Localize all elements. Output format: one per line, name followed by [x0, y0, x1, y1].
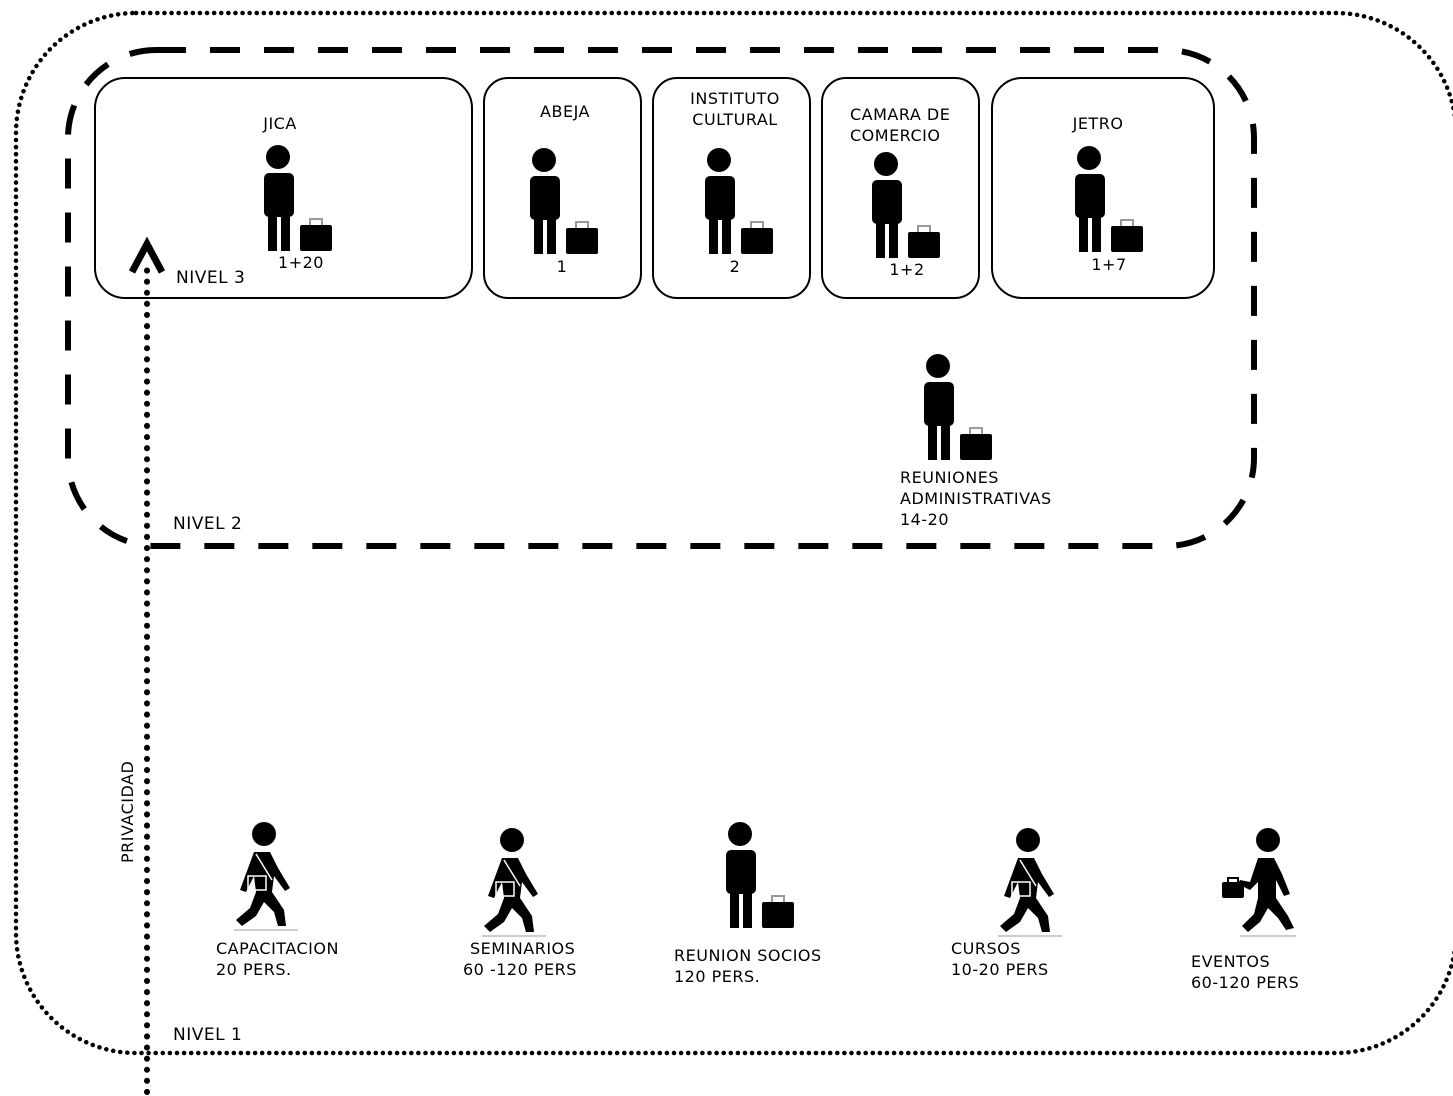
level-3-label: NIVEL 3 — [176, 268, 246, 288]
activity-label-seminarios: SEMINARIOS 60 -120 PERS — [463, 938, 577, 980]
office-name-abeja: ABEJA — [515, 101, 615, 122]
activity-icon-reunion-socios — [725, 822, 795, 929]
office-count-value: 1+2 — [889, 260, 925, 279]
activity-label-line: CAPACITACION — [216, 939, 339, 958]
office-name-camara-de-comercio: CAMARA DE COMERCIO — [850, 104, 950, 146]
activity-label-line: EVENTOS — [1191, 952, 1271, 971]
activity-label-eventos: EVENTOS 60-120 PERS — [1191, 951, 1299, 993]
office-box-abeja — [483, 77, 642, 299]
level-2-label: NIVEL 2 — [173, 514, 243, 534]
activity-label-capacitacion: CAPACITACION 20 PERS. — [216, 938, 339, 980]
admin-meeting-label: REUNIONES ADMINISTRATIVAS 14-20 — [900, 467, 1052, 530]
activity-label-line: SEMINARIOS — [470, 939, 576, 958]
admin-meeting-person-icon — [923, 354, 993, 461]
activity-label-line: CURSOS — [951, 939, 1021, 958]
office-name-instituto-cultural: INSTITUTO CULTURAL — [670, 88, 800, 130]
office-count-abeja: 1 — [512, 256, 612, 277]
activity-label-line: REUNION SOCIOS — [674, 946, 822, 965]
privacy-axis-label: PRIVACIDAD — [118, 760, 137, 863]
office-name-jica: JICA — [230, 113, 330, 134]
activity-label-line: 60-120 PERS — [1191, 973, 1300, 992]
office-count-jetro: 1+7 — [1059, 254, 1159, 275]
level-1-label: NIVEL 1 — [173, 1025, 243, 1045]
activity-label-line: 120 PERS. — [674, 967, 761, 986]
activity-icon-capacitacion — [233, 822, 299, 931]
office-count-camara-de-comercio: 1+2 — [857, 259, 957, 280]
activity-label-cursos: CURSOS 10-20 PERS — [951, 938, 1049, 980]
office-count-value: 2 — [729, 257, 741, 276]
office-count-value: 1+20 — [278, 253, 324, 272]
activity-icon-seminarios — [481, 828, 547, 937]
office-name-line: COMERCIO — [850, 126, 941, 145]
office-count-instituto-cultural: 2 — [685, 256, 785, 277]
admin-label-line: REUNIONES — [900, 468, 999, 487]
office-count-value: 1+7 — [1091, 255, 1127, 274]
office-name-line: CAMARA DE — [850, 105, 951, 124]
level-2-boundary — [65, 47, 1257, 549]
admin-label-line: 14-20 — [900, 510, 949, 529]
office-name-jetro: JETRO — [1048, 113, 1148, 134]
activity-label-line: 10-20 PERS — [951, 960, 1049, 979]
office-name-line: CULTURAL — [692, 110, 778, 129]
activity-label-line: 20 PERS. — [216, 960, 292, 979]
level-1-boundary — [13, 10, 1453, 1056]
activity-label-reunion-socios: REUNION SOCIOS 120 PERS. — [674, 945, 822, 987]
office-count-jica: 1+20 — [251, 252, 351, 273]
office-name-line: ABEJA — [540, 102, 590, 121]
activity-label-line: 60 -120 PERS — [463, 960, 577, 979]
office-count-value: 1 — [556, 257, 568, 276]
activity-icon-eventos — [1221, 828, 1297, 937]
office-name-line: INSTITUTO — [690, 89, 780, 108]
admin-label-line: ADMINISTRATIVAS — [900, 489, 1052, 508]
privacy-arrowhead-icon — [128, 236, 166, 274]
office-name-line: JETRO — [1072, 114, 1124, 133]
activity-icon-cursos — [997, 828, 1063, 937]
office-name-line: JICA — [263, 114, 297, 133]
